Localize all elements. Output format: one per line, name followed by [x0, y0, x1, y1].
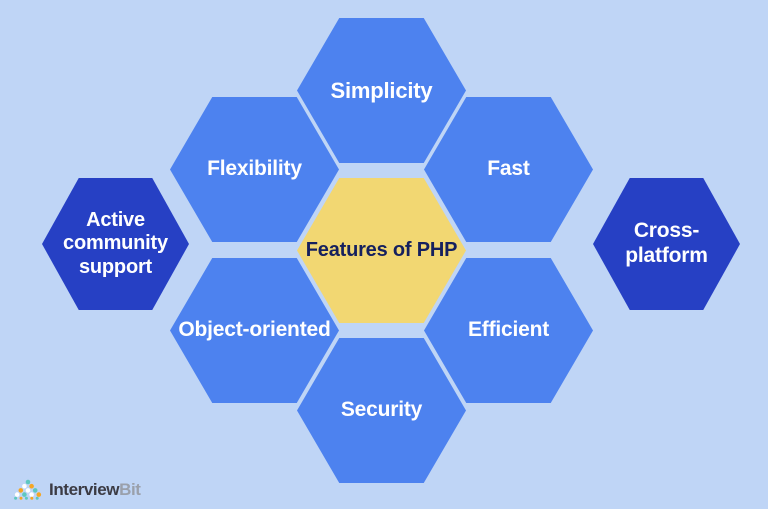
interviewbit-triangle-icon: [14, 479, 42, 500]
hex-label-simplicity: Simplicity: [330, 77, 433, 103]
hex-node-object-oriented[interactable]: Object-oriented: [170, 258, 339, 403]
hex-label-object-oriented: Object-oriented: [178, 318, 331, 342]
logo-wordmark: InterviewBit: [49, 480, 141, 500]
hex-node-efficient[interactable]: Efficient: [424, 258, 593, 403]
interviewbit-logo: InterviewBit: [14, 479, 141, 500]
hex-label-active-community-support: Active community support: [63, 208, 168, 278]
hex-node-cross-platform[interactable]: Cross-platform: [593, 178, 740, 310]
hex-label-security: Security: [340, 398, 423, 422]
hex-node-active-community-support[interactable]: Active community support: [42, 178, 189, 310]
hex-node-security[interactable]: Security: [297, 338, 466, 483]
logo-word-secondary: Bit: [119, 479, 141, 499]
hex-label-flexibility: Flexibility: [207, 157, 302, 181]
hex-node-center-features-of-php[interactable]: Features of PHP: [297, 178, 466, 323]
hex-label-cross-platform: Cross-platform: [625, 219, 708, 267]
hex-label-features-of-php: Features of PHP: [305, 238, 458, 261]
hex-label-fast: Fast: [487, 157, 530, 181]
logo-word-primary: Interview: [49, 479, 120, 499]
hex-label-efficient: Efficient: [467, 318, 550, 342]
